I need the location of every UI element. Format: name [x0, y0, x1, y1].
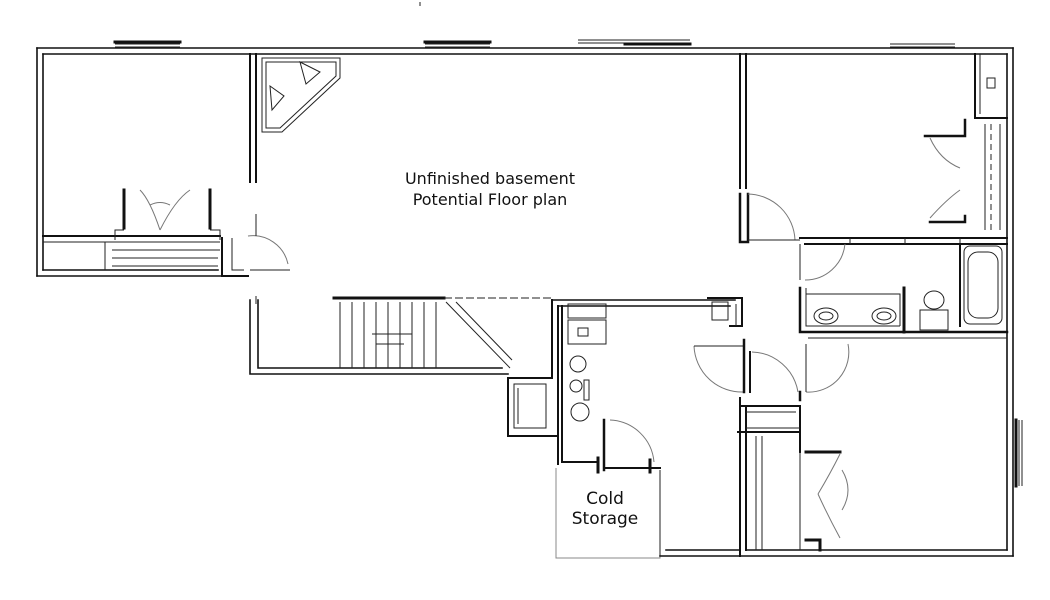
staircase [255, 296, 552, 369]
exterior-walls [36, 47, 1014, 557]
cold-storage-label-line1: Cold [586, 489, 624, 509]
cold-storage-label: Cold Storage [546, 489, 664, 529]
main-room-label-line2: Potential Floor plan [412, 190, 568, 209]
right-bedroom [738, 53, 1008, 245]
corner-unit [261, 57, 341, 133]
hall-doors [693, 338, 850, 557]
cold-storage-room [555, 468, 741, 559]
main-room-label: Unfinished basement Potential Floor plan [360, 168, 620, 210]
left-bedroom [42, 53, 290, 277]
mechanical-room [507, 297, 743, 474]
lower-right-bedroom [737, 390, 849, 552]
windows [113, 2, 1023, 488]
main-room-label-line1: Unfinished basement [404, 169, 576, 188]
bathroom [798, 243, 1009, 339]
cold-storage-label-line2: Storage [571, 509, 639, 529]
